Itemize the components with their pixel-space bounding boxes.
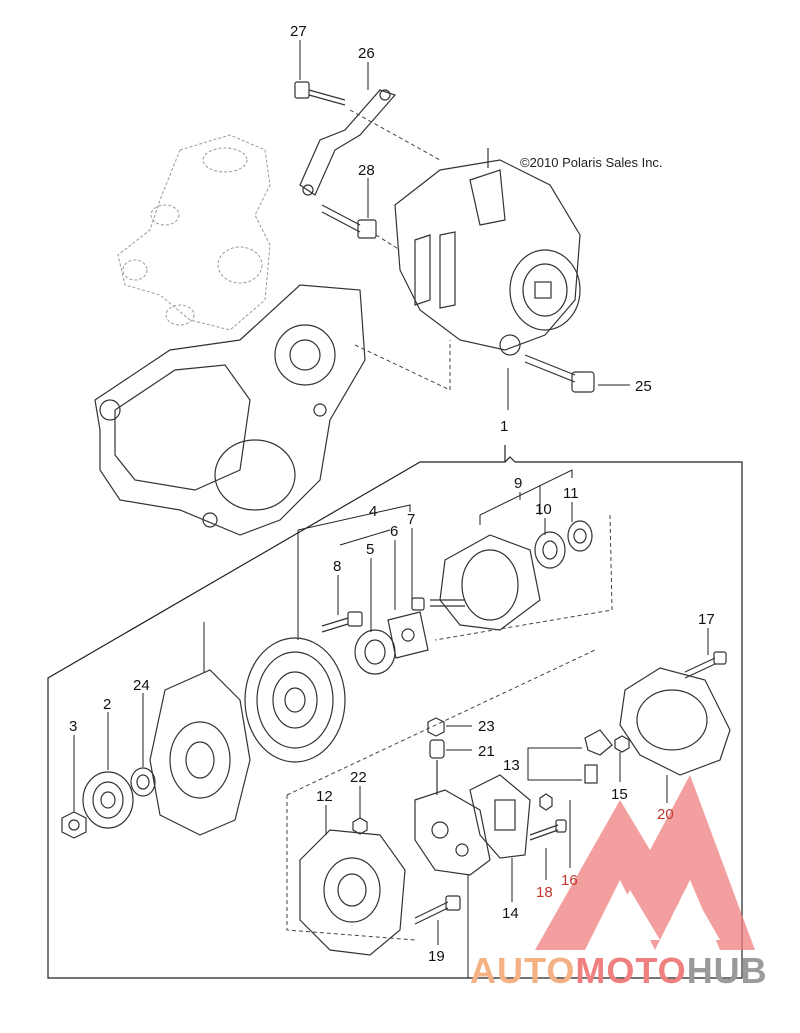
callout-2: 2 xyxy=(103,696,111,713)
bolt-17 xyxy=(684,651,727,679)
rotor-9 xyxy=(430,534,541,631)
front-housing xyxy=(149,669,251,836)
bolt-25 xyxy=(524,354,595,393)
callout-14: 14 xyxy=(502,905,519,922)
group-brackets xyxy=(297,469,573,640)
callout-16: 16 xyxy=(561,872,578,889)
callout-6: 6 xyxy=(390,523,398,540)
bolt-18 xyxy=(529,819,567,841)
callout-4: 4 xyxy=(369,503,377,520)
leader-lines xyxy=(73,40,709,978)
callout-17: 17 xyxy=(698,611,715,628)
callout-7: 7 xyxy=(407,511,415,528)
svg-text:AUTOMOTOHUB: AUTOMOTOHUB xyxy=(470,950,768,991)
exploded-view-frame xyxy=(47,445,743,979)
watermark-logo xyxy=(535,775,755,950)
pulley-2 xyxy=(82,771,134,829)
insulator-21 xyxy=(429,739,445,795)
bearing-10 xyxy=(534,531,566,569)
nut-16 xyxy=(539,793,553,811)
callout-8: 8 xyxy=(333,558,341,575)
plate-6 xyxy=(387,597,429,659)
rear-housing xyxy=(244,637,346,763)
watermark-text: AUTOMOTOHUB xyxy=(470,950,768,991)
bolt-27 xyxy=(294,81,346,106)
timing-cover xyxy=(94,284,366,536)
end-frame-12 xyxy=(299,829,406,956)
nut-23 xyxy=(427,717,445,737)
callout-26: 26 xyxy=(358,45,375,62)
callout-25: 25 xyxy=(635,378,652,395)
rear-cover-20 xyxy=(619,667,731,776)
watermark-auto: AUTO xyxy=(470,950,575,991)
bracket-26 xyxy=(299,89,397,196)
watermark-moto: MOTO xyxy=(575,950,686,991)
copyright-text: ©2010 Polaris Sales Inc. xyxy=(520,155,663,170)
callout-21: 21 xyxy=(478,743,495,760)
callout-3: 3 xyxy=(69,718,77,735)
nut-22 xyxy=(352,817,368,835)
regulator-13 xyxy=(584,729,630,784)
bearing-5 xyxy=(354,629,396,675)
rectifier xyxy=(414,789,491,876)
callout-9: 9 xyxy=(514,475,522,492)
callout-15: 15 xyxy=(611,786,628,803)
callout-11: 11 xyxy=(563,485,579,502)
alignment-lines-top xyxy=(349,109,451,391)
bearing-11 xyxy=(567,520,593,552)
engine-ghost-outline xyxy=(117,134,271,331)
callout-1: 1 xyxy=(500,418,508,435)
callout-12: 12 xyxy=(316,788,333,805)
nut-3 xyxy=(61,811,87,839)
callout-19: 19 xyxy=(428,948,445,965)
callout-20: 20 xyxy=(657,806,674,823)
bolt-19 xyxy=(414,895,461,925)
callout-18: 18 xyxy=(536,884,553,901)
callout-labels: 27 26 28 25 1 9 4 10 11 6 7 8 5 17 24 2 … xyxy=(69,23,715,965)
callout-28: 28 xyxy=(358,162,375,179)
bolt-8 xyxy=(321,611,363,633)
callout-5: 5 xyxy=(366,541,374,558)
alignment-lines-middle xyxy=(286,514,613,941)
bolt-28 xyxy=(321,204,377,239)
callout-24: 24 xyxy=(133,677,150,694)
callout-10: 10 xyxy=(535,501,552,518)
callout-22: 22 xyxy=(350,769,367,786)
callout-23: 23 xyxy=(478,718,495,735)
callout-13: 13 xyxy=(503,757,520,774)
alternator-assembly xyxy=(394,148,581,356)
callout-27: 27 xyxy=(290,23,307,40)
brush-holder-14 xyxy=(469,774,531,859)
watermark-hub: HUB xyxy=(687,950,768,991)
spacer-24 xyxy=(130,767,156,797)
